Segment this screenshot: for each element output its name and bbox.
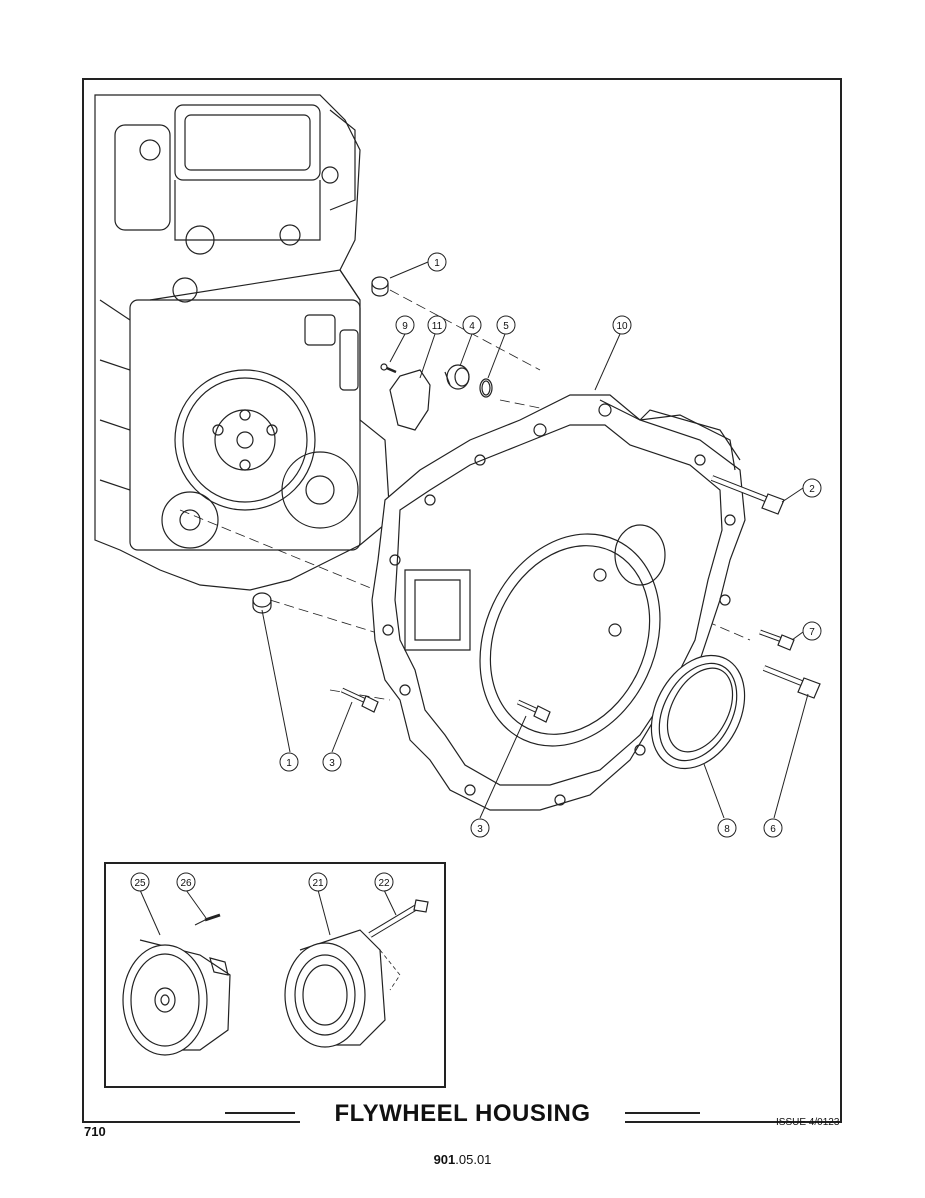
bolt-3-center — [516, 699, 551, 723]
adapter-assembly — [284, 899, 429, 1048]
svg-text:4: 4 — [469, 321, 475, 332]
o-ring — [479, 378, 493, 398]
callout-1-lower: 1 — [279, 752, 299, 772]
bolt-long-6 — [762, 665, 821, 699]
page-title: FLYWHEEL HOUSING — [334, 1100, 591, 1127]
callout-2: 2 — [802, 478, 822, 498]
callout-7: 7 — [802, 621, 822, 641]
callout-3-left: 3 — [322, 752, 342, 772]
bolt-short-7 — [759, 629, 795, 651]
callout-21: 21 — [308, 872, 328, 892]
svg-text:3: 3 — [477, 824, 483, 835]
callout-4: 4 — [462, 315, 482, 335]
flywheel-housing — [371, 394, 746, 811]
callout-11: 11 — [427, 315, 447, 335]
title-block: FLYWHEEL HOUSING — [300, 1097, 625, 1133]
callout-5: 5 — [496, 315, 516, 335]
page-number: 710 — [84, 1124, 106, 1139]
callout-10: 10 — [612, 315, 632, 335]
svg-text:6: 6 — [770, 824, 776, 835]
svg-text:7: 7 — [809, 627, 815, 638]
callout-9: 9 — [395, 315, 415, 335]
svg-text:22: 22 — [378, 878, 390, 889]
leader-lines — [261, 261, 809, 819]
reference-code: 901.05.01 — [0, 1152, 925, 1167]
issue-label: ISSUE 4/0123 — [776, 1117, 840, 1128]
svg-text:1: 1 — [434, 258, 440, 269]
svg-text:1: 1 — [286, 758, 292, 769]
bolt-long-2 — [710, 475, 785, 515]
svg-text:10: 10 — [616, 321, 628, 332]
svg-text:11: 11 — [432, 321, 443, 332]
callout-1-upper: 1 — [427, 252, 447, 272]
svg-text:5: 5 — [503, 321, 509, 332]
dowel-bushing-upper — [371, 276, 389, 297]
inset-leader-lines — [139, 889, 397, 936]
cover-plate-bolt — [380, 363, 397, 374]
callout-3-center: 3 — [470, 818, 490, 838]
svg-text:9: 9 — [402, 321, 408, 332]
callout-6: 6 — [763, 818, 783, 838]
svg-text:3: 3 — [329, 758, 335, 769]
callout-25: 25 — [130, 872, 150, 892]
svg-text:21: 21 — [312, 878, 324, 889]
callout-8: 8 — [717, 818, 737, 838]
cover-plate-gasket — [389, 369, 431, 431]
damper-assembly — [122, 913, 231, 1056]
inset-panel — [104, 862, 446, 1088]
callout-26: 26 — [176, 872, 196, 892]
svg-text:25: 25 — [134, 878, 146, 889]
reference-code-bold: 901 — [433, 1152, 456, 1167]
reference-code-rest: .05.01 — [455, 1152, 492, 1167]
callouts: 1 9 11 4 5 10 2 7 1 3 3 8 6 25 26 21 22 — [130, 252, 822, 892]
svg-text:26: 26 — [180, 878, 192, 889]
rear-crankshaft-seal — [650, 654, 746, 770]
svg-text:8: 8 — [724, 824, 730, 835]
callout-22: 22 — [374, 872, 394, 892]
svg-text:2: 2 — [809, 484, 815, 495]
engine-block — [94, 94, 391, 591]
plug — [444, 364, 470, 390]
bolt-3-left — [340, 687, 379, 713]
